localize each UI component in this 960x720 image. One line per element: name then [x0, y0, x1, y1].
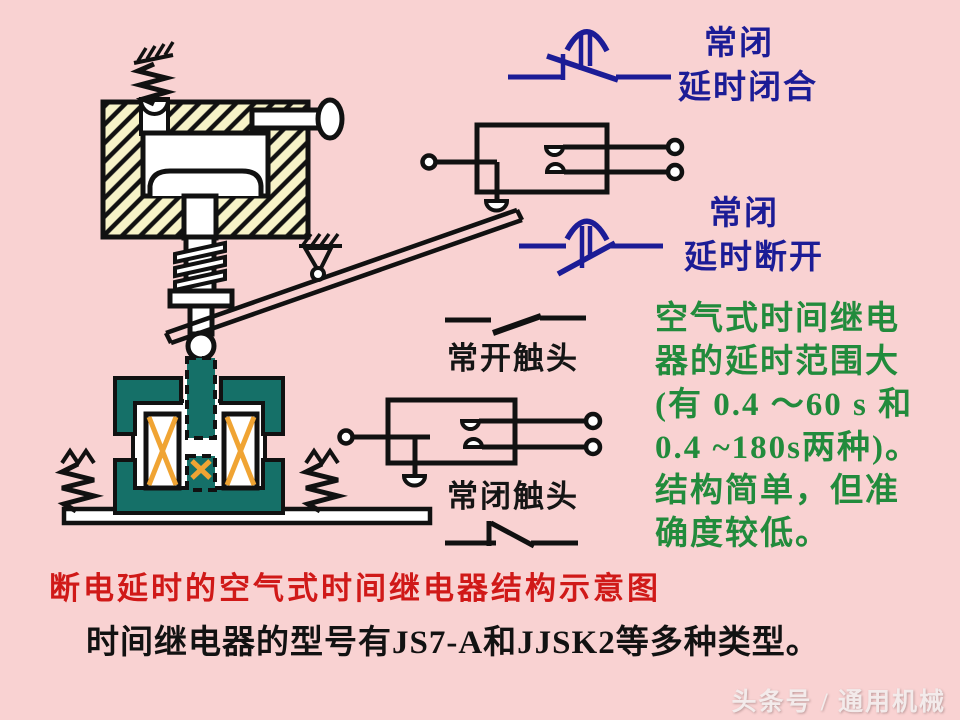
note-line: 空气式时间继电	[655, 301, 900, 337]
armature	[185, 356, 217, 440]
coil-right	[221, 411, 260, 491]
push-rod-assembly	[167, 234, 235, 362]
lever-pivot	[299, 232, 342, 282]
base-spring-left	[54, 447, 104, 514]
label-normally-closed-contact: 常闭触头	[447, 479, 579, 514]
note-line: 确度较低。	[655, 516, 830, 552]
caption: 时间继电器的型号有JS7-A和JJSK2等多种类型。	[86, 625, 820, 661]
label-nc-delay-close-line1: 常闭	[704, 26, 774, 62]
electromagnet	[54, 356, 433, 526]
watermark: 头条号 / 通用机械	[731, 689, 946, 716]
adjusting-bolt	[249, 97, 345, 141]
label-nc-delay-open-line1: 常闭	[709, 196, 779, 232]
nc-delay-close-symbol	[508, 29, 671, 83]
upper-microswitch	[420, 122, 685, 213]
label-nc-delay-open-line2: 延时断开	[684, 240, 824, 276]
air-chamber-drawing	[100, 41, 345, 241]
lever	[163, 207, 525, 346]
normally-closed-contact-symbol	[445, 520, 578, 549]
label-normally-open-contact: 常开触头	[447, 341, 579, 376]
lower-microswitch	[337, 397, 603, 488]
diagram-title: 断电延时的空气式时间继电器结构示意图	[49, 571, 661, 606]
label-nc-delay-close-line2: 延时闭合	[678, 70, 818, 106]
normally-open-contact-symbol	[445, 313, 586, 336]
note-line: 器的延时范围大	[655, 344, 900, 380]
note-paragraph: 空气式时间继电 器的延时范围大 (有 0.4 ～60 s 和 0.4 ~180s…	[655, 291, 945, 552]
nc-delay-open-symbol	[519, 218, 663, 277]
top-spring	[130, 41, 177, 107]
base-spring-right	[298, 447, 348, 514]
coil-left	[143, 411, 182, 491]
note-line: 结构简单，但准	[655, 473, 900, 509]
note-line: (有 0.4 ～60 s 和	[655, 387, 914, 423]
note-line: 0.4 ~180s两种)。	[655, 430, 920, 466]
